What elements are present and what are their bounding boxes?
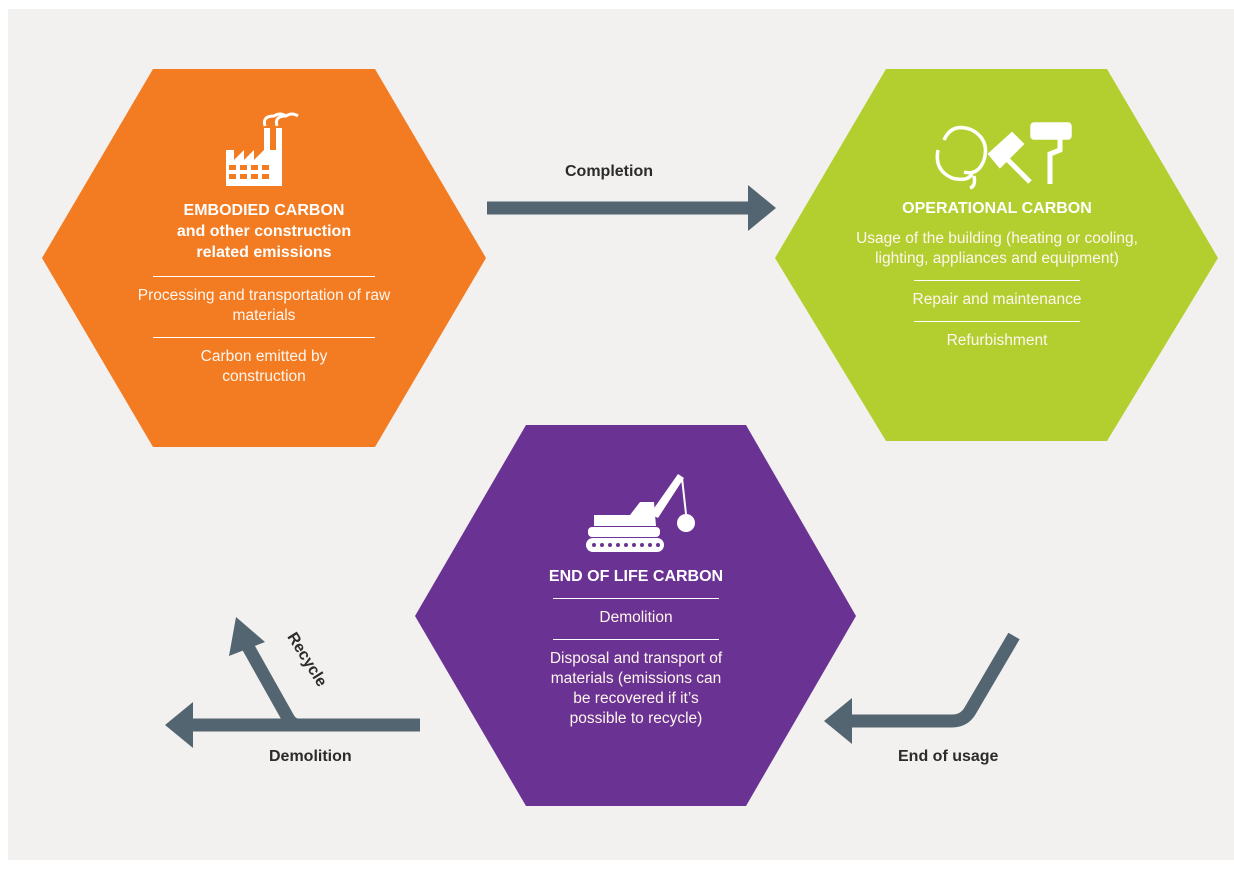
- divider: [553, 639, 719, 640]
- embodied-item-processing: Processing and transportation of raw mat…: [137, 287, 391, 324]
- divider: [153, 337, 375, 338]
- embodied-item-construction: Carbon emitted by construction: [200, 348, 328, 385]
- operational-item-usage: Usage of the building (heating or coolin…: [856, 230, 1138, 267]
- divider: [914, 280, 1080, 281]
- embodied-title-line2: and other construction: [176, 223, 352, 240]
- demolition-arrow: [165, 617, 420, 748]
- divider: [153, 276, 375, 277]
- demolition-crane-icon: [586, 474, 695, 552]
- operational-carbon-content: OPERATIONAL CARBON Usage of the building…: [850, 198, 1144, 351]
- operational-item-refurbishment: Refurbishment: [946, 332, 1048, 349]
- factory-icon: [226, 112, 299, 186]
- divider: [553, 598, 719, 599]
- end-of-usage-arrow: [824, 632, 1020, 744]
- end-of-life-item-disposal: Disposal and transport of materials (emi…: [549, 650, 723, 727]
- paint-tools-icon: [935, 122, 1072, 190]
- operational-carbon-hexagon: [775, 69, 1218, 441]
- end-of-life-carbon-hexagon: [415, 425, 856, 806]
- operational-item-repair: Repair and maintenance: [912, 291, 1082, 308]
- embodied-title-line1: EMBODIED CARBON: [183, 202, 345, 219]
- end-of-life-carbon-content: END OF LIFE CARBON Demolition Disposal a…: [500, 566, 772, 729]
- divider: [914, 321, 1080, 322]
- end-of-life-carbon-title: END OF LIFE CARBON: [548, 568, 724, 585]
- completion-arrow: [487, 185, 776, 231]
- embodied-title-line3: related emissions: [196, 244, 332, 261]
- end-of-usage-label: End of usage: [898, 748, 999, 765]
- demolition-label: Demolition: [269, 748, 352, 765]
- embodied-carbon-hexagon: [42, 69, 486, 447]
- operational-carbon-title: OPERATIONAL CARBON: [902, 200, 1092, 217]
- embodied-carbon-title: EMBODIED CARBON and other construction r…: [118, 200, 410, 263]
- embodied-carbon-content: EMBODIED CARBON and other construction r…: [118, 200, 410, 387]
- end-of-life-item-demolition: Demolition: [599, 609, 673, 626]
- completion-label: Completion: [565, 163, 653, 180]
